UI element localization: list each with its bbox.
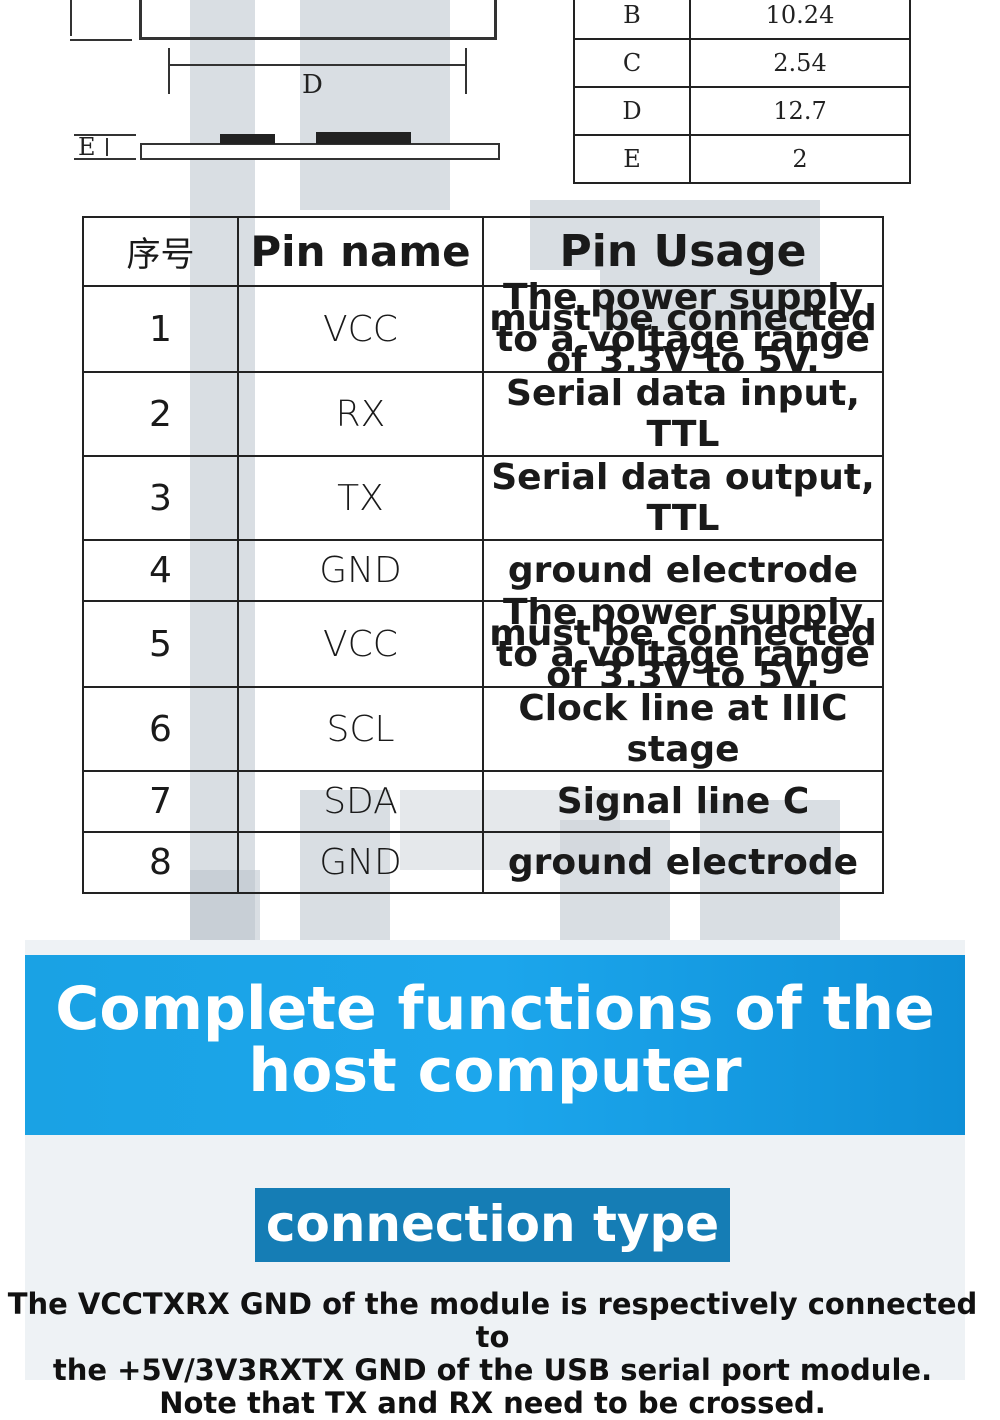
feature-banner [25,955,965,1135]
dim-value: 10.24 [689,0,911,40]
pin-index: 3 [82,455,239,541]
table-row: 5 VCC The power supply must be connected… [82,595,884,694]
connection-line3: Note that TX and RX need to be crossed. [159,1386,826,1420]
pin-usage: ground electrode [482,539,884,602]
pin-name: SCL [237,686,484,772]
pin-index: 2 [82,371,239,457]
table-row: C 2.54 [573,38,911,88]
pin-usage: Clock line at IIIC stage [482,686,884,772]
pin-index: 6 [82,686,239,772]
dim-key: C [573,38,691,88]
table-row: 3 TX Serial data output, TTL [82,455,884,541]
header-index: 序号 [82,216,239,287]
table-row: D 12.7 [573,86,911,136]
connection-description: The VCCTXRX GND of the module is respect… [0,1288,985,1420]
banner-title-line1: Complete functions of the [55,974,935,1044]
pin-name: VCC [237,285,484,373]
connection-line1: The VCCTXRX GND of the module is respect… [7,1287,978,1354]
header-pin-name: Pin name [237,216,484,287]
dim-label-d: D [302,70,323,100]
table-row: E 2 [573,134,911,184]
table-row: 1 VCC The power supply must be connected… [82,280,884,379]
table-row: 8 GND ground electrode [82,831,884,894]
table-row: 4 GND ground electrode [82,539,884,602]
pin-usage: The power supply must be connected to a … [482,595,884,694]
pin-name: TX [237,455,484,541]
pin-name: VCC [237,600,484,688]
banner-title: Complete functions of the host computer [25,978,965,1102]
dim-key: B [573,0,691,40]
pin-name: RX [237,371,484,457]
pin-name: GND [237,831,484,894]
pin-usage: Signal line C [482,770,884,833]
dim-value: 2.54 [689,38,911,88]
table-row: 6 SCL Clock line at IIIC stage [82,686,884,772]
pin-table-header: 序号 Pin name Pin Usage [82,216,884,287]
dim-key: E [573,134,691,184]
pin-index: 7 [82,770,239,833]
connection-line2: the +5V/3V3RXTX GND of the USB serial po… [52,1353,933,1387]
dim-label-e: E [78,133,96,161]
pin-usage: ground electrode [482,831,884,894]
connection-type-label: connection type [255,1188,730,1262]
dimension-table: B 10.24 C 2.54 D 12.7 E 2 [573,0,911,184]
pin-name: SDA [237,770,484,833]
dim-value: 2 [689,134,911,184]
dim-key: D [573,86,691,136]
table-row: B 10.24 [573,0,911,40]
pin-usage: The power supply must be connected to a … [482,280,884,379]
table-row: 7 SDA Signal line C [82,770,884,833]
header-pin-usage: Pin Usage [482,216,884,287]
pin-table: 序号 Pin name Pin Usage 1 VCC The power su… [82,216,884,894]
table-row: 2 RX Serial data input, TTL [82,371,884,457]
pin-name: GND [237,539,484,602]
pin-usage: Serial data input, TTL [482,371,884,457]
dim-value: 12.7 [689,86,911,136]
pin-index: 4 [82,539,239,602]
pin-index: 8 [82,831,239,894]
pin-index: 1 [82,285,239,373]
pin-usage: Serial data output, TTL [482,455,884,541]
pin-index: 5 [82,600,239,688]
banner-title-line2: host computer [248,1036,742,1106]
